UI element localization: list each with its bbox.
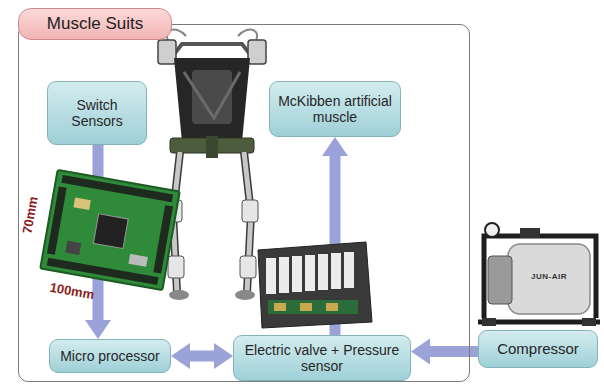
valve-board-photo-part	[258, 242, 372, 328]
valve-board-photo	[258, 242, 372, 328]
valve-board-photo-part	[292, 256, 302, 292]
title-tab: Muscle Suits	[18, 8, 172, 40]
actuator-box: McKibben artificial muscle	[269, 81, 401, 137]
valve-board-photo-part	[331, 253, 341, 289]
compressor-photo-part	[485, 223, 499, 237]
circuit-board-photo-part	[65, 241, 81, 255]
dimension-label: 100mm	[49, 280, 96, 303]
box-label: Compressor	[497, 340, 579, 357]
compressor-photo	[478, 223, 600, 326]
compressor-photo-part	[478, 320, 600, 325]
box-label: Electric valve + Pressure sensor	[241, 342, 403, 374]
circuit-board-photo-part	[93, 214, 128, 249]
circuit-board-photo-part	[73, 197, 90, 210]
muscle-suit-photo-part	[242, 200, 258, 222]
muscle-suit-photo-part	[184, 72, 240, 118]
valve-board-photo-part	[279, 257, 289, 293]
box-label: Switch Sensors	[55, 97, 139, 129]
valve-board-photo-part	[268, 300, 358, 314]
valve-board-photo-part	[326, 303, 338, 311]
circuit-board-photo-part	[47, 186, 67, 254]
group-title: Muscle Suits	[47, 14, 143, 34]
muscle-suit-photo-part	[168, 256, 184, 278]
compressor-photo-part	[520, 228, 540, 238]
valve-board-photo-part	[300, 303, 312, 311]
sensor-box: Switch Sensors	[47, 81, 147, 145]
muscle-suit-photo-part	[240, 256, 256, 278]
brand-label: JUN-AIR	[531, 272, 567, 281]
circuit-board-photo	[40, 170, 179, 290]
compressor-photo-part	[484, 236, 596, 318]
valve-box: Electric valve + Pressure sensor	[233, 335, 411, 381]
valve-board-photo-part	[344, 252, 354, 288]
valve-board-photo-part	[318, 254, 328, 290]
muscle-suit-photo-part	[174, 58, 250, 142]
group-frame: Switch Sensors McKibben artificial muscle…	[18, 24, 470, 382]
muscle-suit-photo-part	[248, 40, 266, 64]
muscle-suit-photo-part	[206, 136, 218, 158]
dimension-label: 70mm	[19, 195, 40, 235]
muscle-suit-photo-part	[169, 290, 189, 300]
box-label: Micro processor	[60, 348, 160, 364]
controller-box: Micro processor	[49, 339, 171, 373]
compressor-photo-part	[582, 318, 596, 326]
circuit-board-photo-part	[40, 170, 179, 290]
compressor-photo-part	[488, 256, 512, 304]
valve-board-photo-part	[274, 303, 286, 311]
flow-arrow	[190, 351, 214, 362]
circuit-board-photo-part	[153, 205, 173, 273]
compressor-photo-part	[508, 244, 590, 314]
valve-board-photo-part	[305, 255, 315, 291]
circuit-board-photo-part	[128, 254, 147, 267]
muscle-suit-photo	[158, 30, 266, 300]
compressor-photo-part	[482, 318, 496, 326]
muscle-suit-photo-part	[235, 290, 255, 300]
muscle-suit-photo-part	[158, 40, 176, 64]
compressor-box: Compressor	[478, 330, 598, 368]
flow-arrow	[430, 346, 478, 357]
box-label: McKibben artificial muscle	[277, 93, 393, 125]
valve-board-photo-part	[266, 258, 276, 294]
